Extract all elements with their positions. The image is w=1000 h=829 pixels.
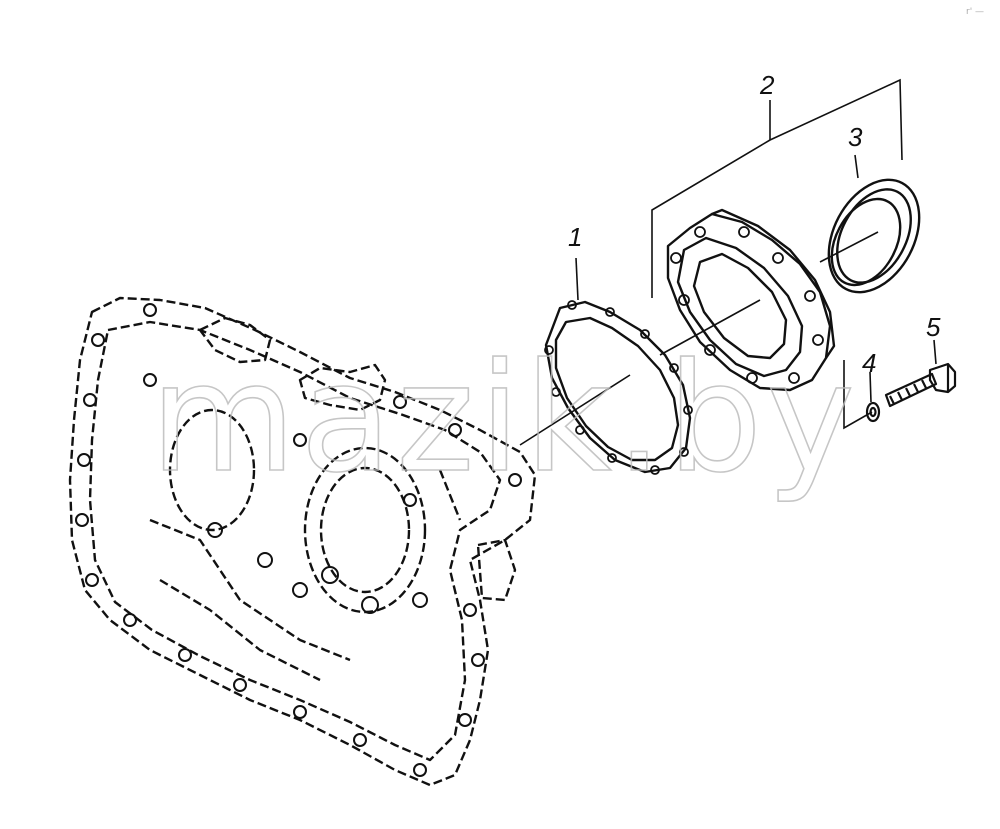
corner-mark: r' — bbox=[966, 7, 984, 17]
part-2-cover bbox=[666, 208, 836, 392]
assembly-lines bbox=[519, 78, 937, 446]
cover-bolt-holes bbox=[670, 226, 824, 384]
callout-3: 3 bbox=[848, 122, 863, 152]
housing-bolt-bosses bbox=[75, 303, 522, 777]
callout-4: 4 bbox=[862, 348, 876, 378]
callout-5: 5 bbox=[926, 312, 941, 342]
gasket-bolt-holes bbox=[544, 300, 693, 475]
callouts: 1 2 3 4 5 bbox=[568, 70, 941, 378]
part-5-bolt bbox=[884, 362, 957, 408]
part-3-oil-seal bbox=[827, 178, 921, 294]
part-4-washer bbox=[865, 401, 881, 423]
callout-2: 2 bbox=[759, 70, 775, 100]
watermark-text: mazik.by bbox=[150, 332, 859, 506]
callout-1: 1 bbox=[568, 222, 582, 252]
